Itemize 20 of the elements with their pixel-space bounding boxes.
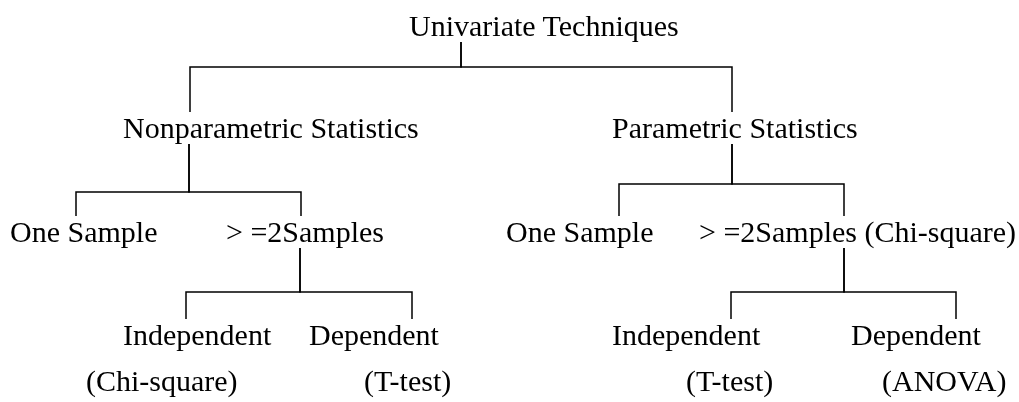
connector-line: [843, 247, 957, 320]
node-label: One Sample: [10, 217, 158, 247]
node-label: Independent: [612, 320, 761, 350]
node-label: One Sample: [506, 217, 654, 247]
connector-line: [460, 41, 733, 113]
node-label: Nonparametric Statistics: [123, 113, 419, 143]
connector-line: [731, 143, 845, 217]
connector-line: [188, 143, 302, 217]
test-label: (ANOVA): [882, 366, 1007, 396]
node-label: Parametric Statistics: [612, 113, 858, 143]
node-label: Dependent: [851, 320, 981, 350]
node-label: Univariate Techniques: [409, 11, 679, 41]
test-label: (Chi-square): [86, 366, 238, 396]
connector-line: [299, 247, 413, 320]
node-label: > =2Samples (Chi-square): [699, 217, 1017, 247]
node-label: Independent: [123, 320, 272, 350]
test-label: (T-test): [686, 366, 774, 396]
node-label: Dependent: [309, 320, 439, 350]
node-label: > =2Samples: [226, 217, 384, 247]
test-label: (T-test): [364, 366, 452, 396]
